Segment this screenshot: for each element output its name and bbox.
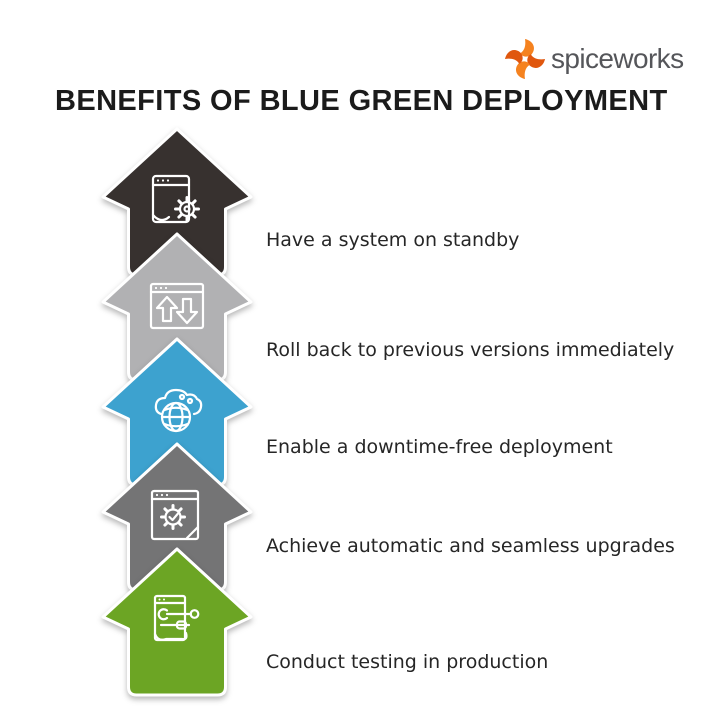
arrow-step-3 [101,337,253,487]
app-window-gear-icon [151,174,200,224]
benefit-label-3: Enable a downtime-free deployment [266,436,613,458]
benefit-label-2: Roll back to previous versions immediate… [266,339,675,361]
arrow-step-2 [101,232,253,382]
arrow-step-5 [101,547,253,697]
document-tools-icon [153,594,200,642]
page-title: BENEFITS OF BLUE GREEN DEPLOYMENT [55,85,668,117]
spiceworks-logo: spiceworks [504,36,684,82]
window-version-arrows-icon [149,282,205,330]
benefit-label-4: Achieve automatic and seamless upgrades [266,535,675,557]
window-gear-check-icon [150,489,200,541]
benefit-label-5: Conduct testing in production [266,651,549,673]
benefit-label-1: Have a system on standby [266,229,520,251]
cloud-globe-icon [154,388,203,433]
brand-name: spiceworks [551,43,684,74]
spiceworks-pinwheel-icon [504,38,546,80]
